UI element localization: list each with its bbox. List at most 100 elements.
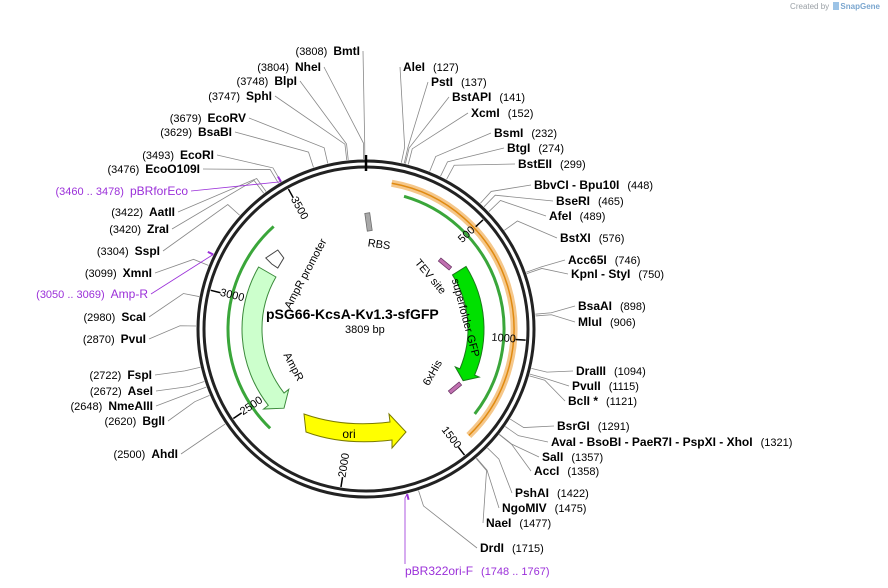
site-avaibsobipaer7ipspxixhoi-name: AvaI - BsoBI - PaeR7I - PspXI - XhoI [551,435,753,449]
primer-mark-ampr [207,250,214,256]
site-afei: AfeI(489) [549,209,605,223]
site-bmti-leader [362,50,366,160]
ruler-label: 1000 [491,332,516,346]
ruler-tick [457,446,466,456]
ori-arrow [303,412,407,450]
site-aatii-pos: (3422) [111,207,143,219]
site-aatii-name: AatII [149,205,175,219]
site-bsmi-pos: (232) [531,128,557,140]
site-bgli-leader [167,395,210,422]
site-bcli-name: BclI * [568,394,598,408]
ruler-label: 2500 [238,394,265,418]
site-bsmi-leader [429,132,492,172]
site-xcmi-pos: (152) [508,108,534,120]
site-scai-pos: (2980) [84,312,116,324]
site-zrai: ZraI(3420) [109,222,169,236]
site-nmeaiii-name: NmeAIII [108,399,153,413]
insert-band [403,194,506,415]
site-acci: AccI(1358) [534,464,599,478]
site-zrai-leader [171,179,265,230]
ampr-promoter-label: AmpR promoter [282,237,329,311]
rbs-box [364,212,373,232]
site-bsrgi-leader [509,418,555,428]
ruler-label: 1500 [439,424,464,451]
site-ecorv-name: EcoRV [208,111,246,125]
snapgene-credit: Created by SnapGene [790,2,880,11]
site-bcli: BclI * (1121) [568,394,637,408]
site-mlui-leader [535,314,576,323]
site-bcli-pos: (1121) [606,396,637,408]
ruler-tick [475,219,484,228]
site-xcmi-leader [407,112,469,165]
site-aatii-leader [177,178,267,213]
site-afei-leader [488,200,547,217]
site-pvuii-name: PvuII [572,379,601,393]
site-xmni-pos: (3099) [85,268,117,280]
site-pshai-name: PshAI [515,486,549,500]
site-draiii: DraIII(1094) [576,364,646,378]
site-drdi-name: DrdI [480,541,504,555]
snapgene-logo-icon [833,2,840,10]
site-sali-pos: (1357) [571,452,603,464]
site-zrai-pos: (3420) [109,224,141,236]
site-bmti: BmtI(3808) [296,44,360,58]
site-naei: NaeI(1477) [486,516,551,530]
site-alei-name: AleI [403,60,425,74]
site-asei-name: AseI [128,384,153,398]
site-xcmi: XcmI(152) [471,106,533,120]
site-xmni-name: XmnI [123,266,152,280]
ruler-tick [287,188,294,199]
site-bbvcibpu10i: BbvCI - Bpu10I(448) [534,178,653,192]
ori-label: ori [342,427,355,441]
6xhis-label: 6xHis [421,358,445,388]
site-kpnistyi-name: KpnI - StyI [571,267,630,281]
site-ngomiv: NgoMIV(1475) [502,501,586,515]
site-avaibsobipaer7ipspxixhoi-pos: (1321) [761,437,793,449]
site-ecorv-leader [248,117,329,164]
primer-pbr322orif: pBR322ori-F(1748 .. 1767) [405,564,550,578]
site-asei: AseI(2672) [90,384,153,398]
primer-pbr322orif-name: pBR322ori-F [405,564,473,578]
site-bsrgi-pos: (1291) [598,421,630,433]
site-ecoo109i-leader [202,168,279,184]
site-bsteii: BstEII(299) [518,157,586,171]
superfolder-gfp-arrow [451,265,485,382]
ruler-label: 3000 [219,287,246,305]
site-ngomiv-name: NgoMIV [502,501,547,515]
ampr-label: AmpR [281,351,306,384]
site-bseri-leader [483,194,554,207]
site-kpnistyi: KpnI - StyI(750) [571,267,664,281]
site-kpnistyi-leader [526,268,569,275]
site-pvui-pos: (2870) [83,334,115,346]
ruler-tick [232,412,243,420]
site-bsmi: BsmI(232) [494,126,557,140]
primer-ampr-pos: (3050 .. 3069) [36,289,105,301]
site-ecori-name: EcoRI [180,148,214,162]
site-ahdi: AhdI(2500) [114,447,178,461]
site-bsaai: BsaAI(898) [578,299,646,313]
primer-pbrforeco-pos: (3460 .. 3478) [55,186,124,198]
site-draiii-leader [531,368,574,373]
site-afei-name: AfeI [549,209,572,223]
site-bstxi-leader [504,220,558,239]
ruler-label: 2000 [336,452,352,478]
site-nhei: NheI(3804) [257,60,321,74]
site-draiii-pos: (1094) [614,366,646,378]
site-alei: AleI(127) [403,60,459,74]
site-psti: PstI(137) [431,75,487,89]
site-fspi-name: FspI [127,368,152,382]
site-sspi-leader [162,204,240,252]
site-fspi-leader [154,366,201,376]
site-fspi-pos: (2722) [90,370,122,382]
site-bcli-leader [529,375,566,402]
site-sphi-name: SphI [246,89,272,103]
ruler-tick [210,289,221,294]
site-btgi-name: BtgI [507,141,530,155]
site-bstapi-name: BstAPI [452,90,491,104]
site-bstxi-pos: (576) [599,233,625,245]
primer-pbrforeco-name: pBRforEco [130,184,188,198]
primer-pbr322orif-leader [404,493,408,564]
site-acc65i-leader [526,259,566,273]
ruler-tick [515,338,526,341]
